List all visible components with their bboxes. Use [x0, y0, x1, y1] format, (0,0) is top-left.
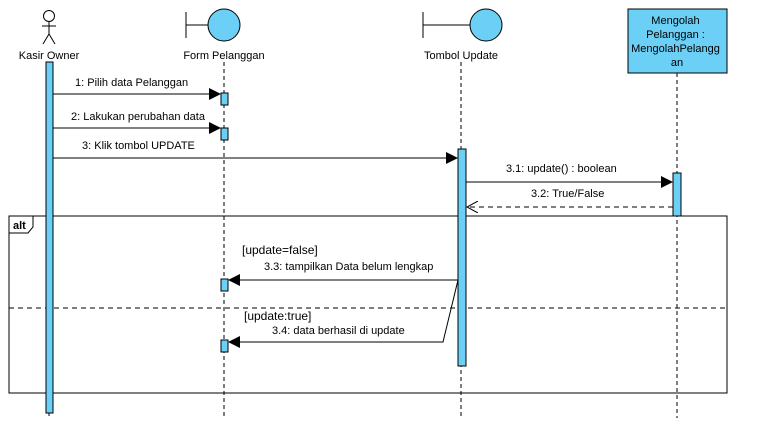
alt-operator-tab	[8, 215, 34, 234]
alt-operator-label: alt	[13, 220, 26, 232]
message-label-1: 1: Pilih data Pelanggan	[75, 77, 188, 89]
message-label-3: 3: Klik tombol UPDATE	[82, 140, 195, 152]
alt-fragment	[8, 215, 728, 394]
activation-form-3	[220, 278, 229, 292]
mengolah-line-1: Mengolah	[651, 15, 699, 27]
mengolah-line-4: an	[671, 57, 683, 69]
mengolah-line-3: MengolahPelangg	[631, 43, 720, 55]
mengolah-line-2: Pelanggan :	[646, 29, 705, 41]
mengolah-pelanggan-label: Mengolah Pelanggan : MengolahPelangg an	[631, 15, 723, 69]
guard-update-false: [update=false]	[242, 243, 318, 257]
boundary-icon-tombol-update[interactable]	[422, 8, 503, 42]
mengolah-pelanggan-box[interactable]	[627, 8, 728, 74]
boundary-icon-form-pelanggan[interactable]	[185, 8, 241, 42]
form-pelanggan-label: Form Pelanggan	[183, 50, 264, 62]
message-label-3-3: 3.3: tampilkan Data belum lengkap	[264, 261, 433, 273]
message-label-3-4: 3.4: data berhasil di update	[272, 325, 405, 337]
activation-tombol-update	[457, 148, 467, 367]
activation-mengolah-pelanggan	[672, 172, 682, 217]
message-label-2: 2: Lakukan perubahan data	[71, 111, 206, 123]
actor-kasir-owner[interactable]	[42, 10, 56, 45]
activation-form-2	[220, 127, 229, 141]
message-label-3-2: 3.2: True/False	[531, 188, 604, 200]
activation-form-1	[220, 92, 229, 106]
activation-kasir-owner	[45, 61, 54, 414]
message-label-3-1: 3.1: update() : boolean	[506, 163, 617, 175]
actor-label: Kasir Owner	[19, 50, 80, 62]
tombol-update-label: Tombol Update	[424, 50, 498, 62]
actor-head-icon	[43, 10, 55, 22]
activation-form-4	[220, 339, 229, 353]
message-arrow-3-4	[228, 279, 459, 348]
guard-update-true: [update:true]	[244, 309, 311, 323]
